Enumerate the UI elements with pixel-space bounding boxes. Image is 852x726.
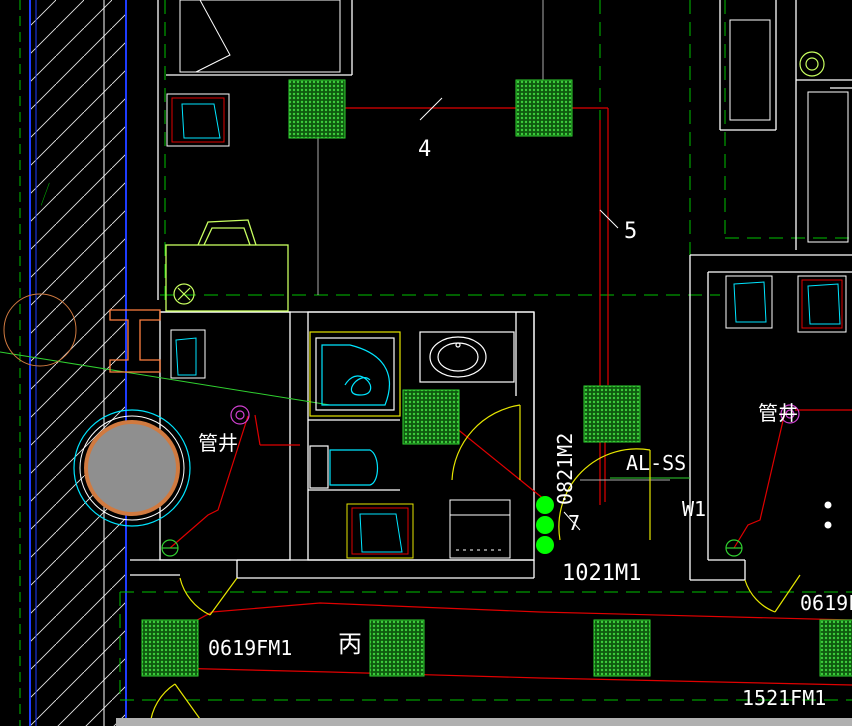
door-swings [149,404,801,726]
bottom-band [116,718,852,726]
desk [165,219,289,312]
door-label: 0619FM1 [208,636,292,660]
interior-walls [130,0,852,581]
pipe-shaft-label: 管井 [758,401,798,425]
door-label: 1021M1 [562,561,641,586]
circuit-label-4: 4 [418,137,431,162]
detector-icon [369,619,425,677]
wall-panels [166,93,847,559]
wiring-grey [317,0,670,481]
detector-icon [515,79,573,137]
furniture-top [179,0,849,243]
detector-icon [819,619,852,677]
steel-beam [109,309,161,373]
shower-icon [309,331,401,417]
detector-icon [288,79,346,139]
sink-icon [419,331,515,383]
axis-grid [119,0,852,701]
detector-icon [583,385,641,443]
pipe-shaft-label: 管井 [198,431,238,455]
detector-squares [141,79,852,677]
washer [449,499,511,559]
detector-icon [141,619,199,677]
pipe-riser-icon [161,404,800,557]
detector-icon [593,619,651,677]
room-label: 丙 [338,630,362,658]
door-label: 0821M2 [553,433,577,505]
circuit-label-5: 5 [624,219,637,244]
tick-marks [419,97,832,531]
panel-label: 7 [568,511,580,535]
power-wiring [169,107,852,686]
fan-icon [173,51,825,305]
panel-label: W1 [682,497,706,521]
detector-icon [402,389,460,445]
panel-label: AL-SS [626,451,686,475]
door-label: 0619F [800,591,852,615]
pipe-shaft-column [3,293,191,527]
toilet-icon [309,445,379,489]
indicator-dots [536,496,554,554]
door-label: 1521FM1 [742,686,826,710]
